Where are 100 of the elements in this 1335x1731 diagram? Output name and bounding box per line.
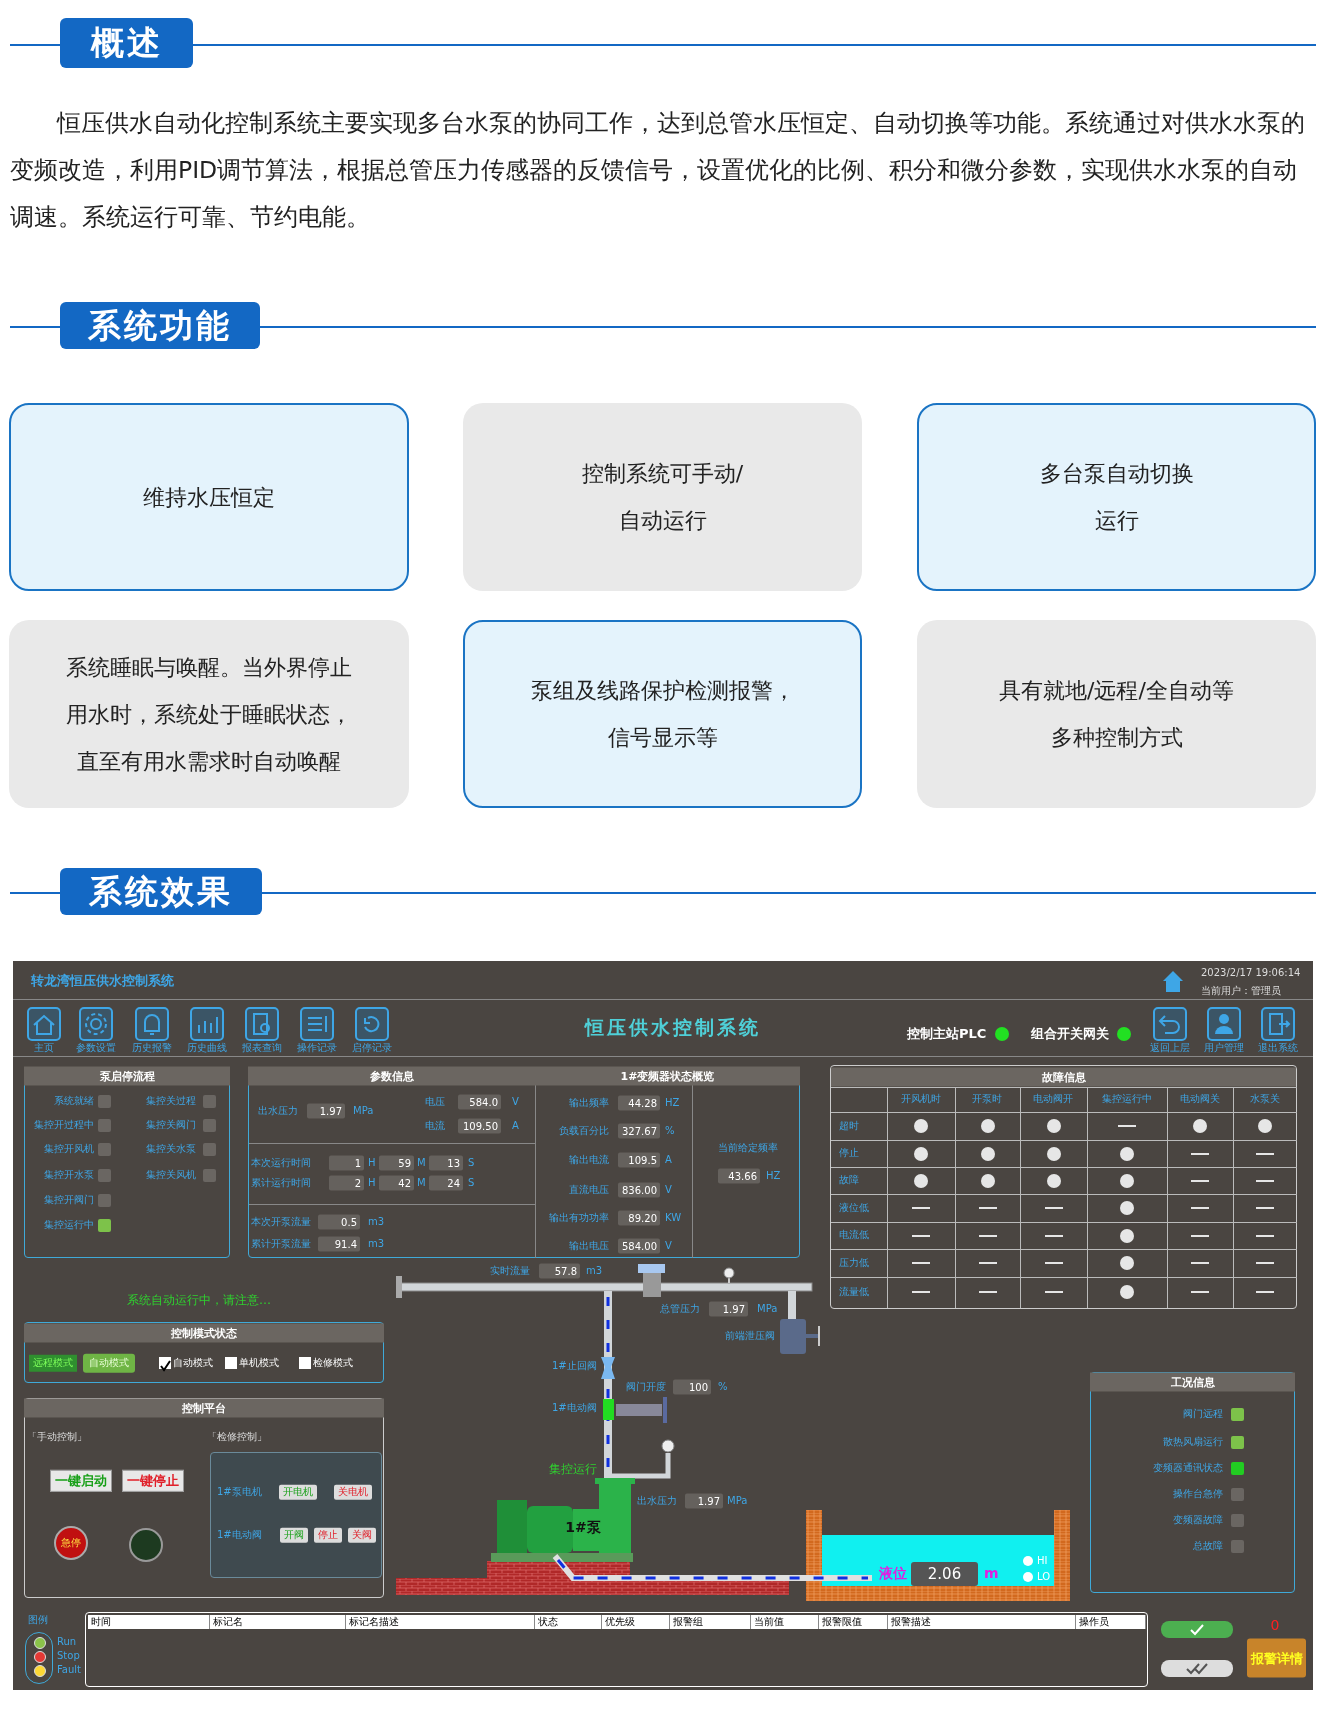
feature-card: 多台泵自动切换运行 xyxy=(917,403,1316,591)
legend-title: 图例 xyxy=(28,1613,48,1627)
menu-label: 用户管理 xyxy=(1204,1041,1244,1055)
unit-label: V xyxy=(512,1095,519,1109)
table-header-cell: 状态 xyxy=(535,1615,602,1629)
sensor-label: LO xyxy=(1037,1570,1051,1584)
readout-field: 59 xyxy=(379,1155,414,1171)
panel-header: 控制平台 xyxy=(24,1398,384,1418)
readout-field: 1 xyxy=(329,1155,364,1171)
table-header-cell: 报警限值 xyxy=(819,1615,888,1629)
unit-label: MPa xyxy=(757,1302,778,1316)
small-button: 停止 xyxy=(314,1527,342,1543)
unit-label: MPa xyxy=(353,1104,374,1118)
menu-label: 退出系统 xyxy=(1258,1041,1298,1055)
indicator-label: 集控运行中 xyxy=(44,1218,94,1232)
table-header-cell: 操作员 xyxy=(1076,1615,1146,1629)
indicator-label: 变频器故障 xyxy=(1173,1513,1223,1527)
checkbox-label: 检修模式 xyxy=(313,1356,353,1370)
level-label: 液位 xyxy=(879,1565,907,1583)
unit-label: % xyxy=(718,1380,728,1394)
indicator-label: 系统就绪 xyxy=(54,1094,94,1108)
section-heading: 概述 xyxy=(60,18,193,68)
alarm-count: 0 xyxy=(1270,1617,1280,1635)
group-label: 「手动控制」 xyxy=(27,1430,87,1444)
panel-header: 参数信息 xyxy=(248,1066,535,1086)
row-header: 液位低 xyxy=(839,1201,869,1215)
feature-card: 控制系统可手动/自动运行 xyxy=(463,403,862,591)
pump-label: 1#泵 xyxy=(565,1519,601,1537)
group-label: 「检修控制」 xyxy=(207,1430,267,1444)
window-title: 转龙湾恒压供水控制系统 xyxy=(31,972,174,990)
unit-label: S xyxy=(468,1156,475,1170)
indicator-label: 集控关阀门 xyxy=(146,1118,196,1132)
field-label: 累计运行时间 xyxy=(251,1176,311,1190)
field-label: 输出电压 xyxy=(569,1239,609,1253)
row-header: 电流低 xyxy=(839,1228,869,1242)
menu-label: 返回上层 xyxy=(1150,1041,1190,1055)
field-label: 直流电压 xyxy=(569,1183,609,1197)
indicator-label: 集控关过程 xyxy=(146,1094,196,1108)
row-header: 停止 xyxy=(839,1146,859,1160)
unit-label: V xyxy=(665,1183,672,1197)
column-header: 水泵关 xyxy=(1250,1092,1280,1106)
small-button: 开电机 xyxy=(279,1484,317,1500)
checkbox-label: 自动模式 xyxy=(173,1356,213,1370)
status-label: 控制主站PLC xyxy=(907,1025,987,1043)
readout-field: 584.00 xyxy=(618,1238,660,1254)
readout-field: 0.5 xyxy=(318,1214,360,1230)
indicator-label: 集控开阀门 xyxy=(44,1193,94,1207)
unit-label: % xyxy=(665,1124,675,1138)
menu-label: 主页 xyxy=(34,1041,54,1055)
column-header: 电动阀关 xyxy=(1180,1092,1220,1106)
readout-field: 13 xyxy=(429,1155,463,1171)
column-header: 开泵时 xyxy=(972,1092,1002,1106)
indicator-label: 集控关风机 xyxy=(146,1168,196,1182)
device-label: 1#电动阀 xyxy=(217,1528,262,1542)
indicator-label: 集控开水泵 xyxy=(44,1168,94,1182)
field-label: 负载百分比 xyxy=(559,1124,609,1138)
field-label: 输出有功功率 xyxy=(549,1211,609,1225)
field-label: 输出频率 xyxy=(569,1096,609,1110)
unit-label: V xyxy=(665,1239,672,1253)
field-label: 输出电流 xyxy=(569,1153,609,1167)
small-button: 关电机 xyxy=(334,1484,372,1500)
table-header-cell: 优先级 xyxy=(602,1615,670,1629)
readout-field: 24 xyxy=(429,1175,463,1191)
unit-label: HZ xyxy=(665,1096,680,1110)
indicator-label: 集控关水泵 xyxy=(146,1142,196,1156)
indicator-label: 变频器通讯状态 xyxy=(1153,1461,1223,1475)
feature-card: 具有就地/远程/全自动等多种控制方式 xyxy=(917,620,1316,808)
readout-field: 89.20 xyxy=(618,1210,660,1226)
unit-label: m xyxy=(984,1565,999,1583)
legend-label: Stop xyxy=(57,1649,80,1663)
panel-header: 故障信息 xyxy=(831,1067,1296,1087)
indicator-label: 阀门远程 xyxy=(1183,1407,1223,1421)
panel-header: 1#变频器状态概览 xyxy=(535,1066,800,1086)
field-label: 本次运行时间 xyxy=(251,1156,311,1170)
table-header-cell: 当前值 xyxy=(751,1615,819,1629)
field-label: 当前给定频率 xyxy=(718,1141,778,1155)
indicator-label: 集控开过程中 xyxy=(34,1118,94,1132)
unit-label: M xyxy=(417,1176,426,1190)
readout-field: 42 xyxy=(379,1175,414,1191)
status-label: 组合开关网关 xyxy=(1031,1025,1109,1043)
field-label: 1#电动阀 xyxy=(552,1401,597,1415)
date-time: 2023/2/17 19:06:14 xyxy=(1201,966,1301,980)
field-label: 出水压力 xyxy=(637,1494,677,1508)
emergency-stop-button: 急停 xyxy=(54,1526,88,1560)
row-header: 超时 xyxy=(839,1119,859,1133)
readout-field: 836.00 xyxy=(618,1182,660,1198)
feature-card: 维持水压恒定 xyxy=(9,403,409,591)
mode-button: 自动模式 xyxy=(83,1353,135,1373)
indicator-label: 散热风扇运行 xyxy=(1163,1435,1223,1449)
start-button: 一键启动 xyxy=(50,1469,112,1493)
readout-field: 100 xyxy=(673,1379,711,1395)
readout-field: 584.0 xyxy=(458,1094,501,1110)
feature-card: 系统睡眠与唤醒。当外界停止用水时，系统处于睡眠状态，直至有用水需求时自动唤醒 xyxy=(9,620,409,808)
unit-label: H xyxy=(368,1176,376,1190)
menu-label: 报表查询 xyxy=(242,1041,282,1055)
status-label: 集控运行 xyxy=(549,1461,597,1477)
feature-card: 泵组及线路保护检测报警，信号显示等 xyxy=(463,620,862,808)
column-header: 开风机时 xyxy=(901,1092,941,1106)
readout-field: 109.5 xyxy=(618,1152,660,1168)
readout-field: 2 xyxy=(329,1175,364,1191)
